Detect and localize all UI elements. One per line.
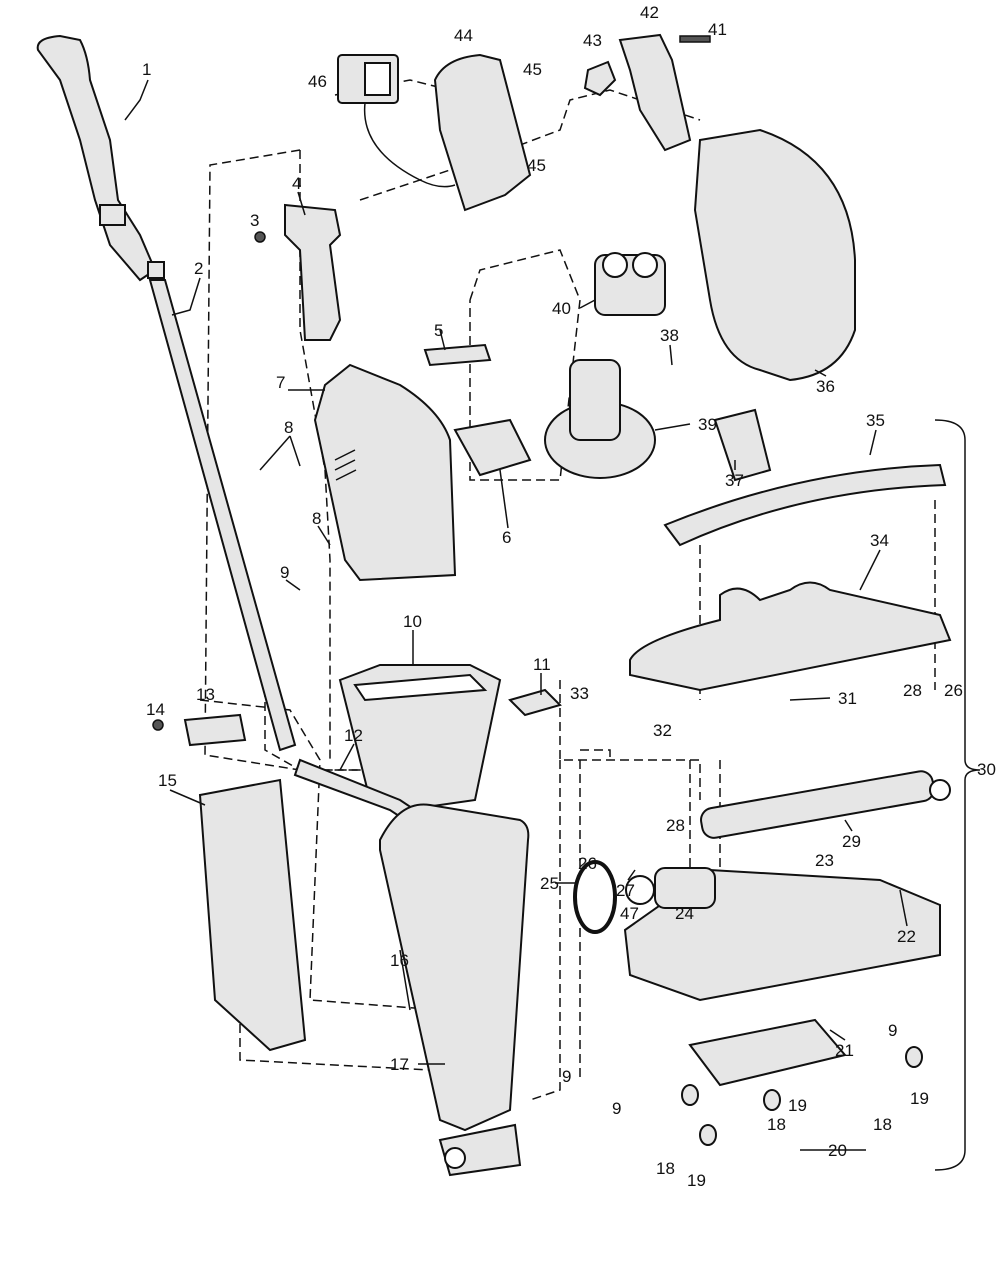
label: 26: [944, 681, 963, 700]
label: 29: [842, 832, 861, 851]
hood-part-34: [629, 581, 952, 692]
label: 38: [660, 326, 679, 345]
leader-lines: [124, 79, 908, 1151]
latch-parts-42-43: [583, 33, 711, 152]
label: 11: [533, 655, 551, 674]
plate-part-5: [423, 343, 492, 367]
label: 18: [873, 1115, 892, 1134]
label: 27: [616, 881, 635, 900]
label: 19: [910, 1089, 929, 1108]
label: 12: [344, 726, 363, 745]
label: 37: [725, 471, 744, 490]
housing-part-36: [693, 128, 856, 382]
nozzle-part-17: [438, 1123, 522, 1177]
label: 9: [612, 1099, 621, 1118]
label-part-11: [508, 688, 562, 717]
cover-part-7: [313, 363, 457, 582]
label: 8: [312, 509, 321, 528]
brushroll-part-29: [700, 770, 951, 839]
filter-part-10: [338, 664, 502, 812]
label: 19: [687, 1171, 706, 1190]
motor-part-24: [625, 867, 716, 909]
label: 45: [523, 60, 542, 79]
label: 17: [390, 1055, 409, 1074]
label: 3: [250, 211, 259, 230]
switch-part-6: [453, 418, 532, 477]
label: 46: [308, 72, 327, 91]
label: 26: [578, 854, 597, 873]
bracket-part-4: [254, 203, 342, 341]
top-cover-part-35: [663, 463, 947, 547]
label: 15: [158, 771, 177, 790]
label: 24: [675, 904, 694, 923]
label: 13: [196, 685, 215, 704]
label: 22: [897, 927, 916, 946]
battery-part-40: [594, 252, 666, 316]
label: 34: [870, 531, 889, 550]
label: 9: [280, 563, 289, 582]
tube-part-2: [148, 279, 297, 752]
part-labels: 1 2 3 4 5 6 7 8 8 9 10 11 12 13 14 15 16…: [142, 3, 996, 1190]
label: 47: [620, 904, 639, 923]
label: 44: [454, 26, 473, 45]
label: 9: [888, 1021, 897, 1040]
label: 28: [666, 816, 685, 835]
label: 33: [570, 684, 589, 703]
label: 25: [540, 874, 559, 893]
door-part-37: [713, 408, 772, 482]
label: 42: [640, 3, 659, 22]
label: 23: [815, 851, 834, 870]
label: 31: [838, 689, 857, 708]
part-13-14: [152, 713, 247, 747]
label: 14: [146, 700, 165, 719]
label: 30: [977, 760, 996, 779]
label: 32: [653, 721, 672, 740]
bracket-30: [934, 419, 981, 1171]
motor-part-39: [544, 359, 656, 479]
charger-part-46: [337, 54, 456, 188]
label: 41: [708, 20, 727, 39]
label: 19: [788, 1096, 807, 1115]
label: 45: [527, 156, 546, 175]
label: 20: [828, 1141, 847, 1160]
dirt-cup-part-16: [379, 803, 530, 1132]
label: 28: [903, 681, 922, 700]
label: 35: [866, 411, 885, 430]
label: 5: [434, 321, 443, 340]
label: 21: [835, 1041, 854, 1060]
panel-part-15: [198, 778, 307, 1052]
wheels-part-19: [681, 1046, 923, 1146]
label: 40: [552, 299, 571, 318]
label: 18: [767, 1115, 786, 1134]
label: 2: [194, 259, 203, 278]
label: 1: [142, 60, 151, 79]
label: 4: [292, 174, 301, 193]
label: 18: [656, 1159, 675, 1178]
label: 8: [284, 418, 293, 437]
wall-bracket-part-44: [433, 53, 532, 212]
label: 36: [816, 377, 835, 396]
label: 10: [403, 612, 422, 631]
belt-part-25: [573, 860, 617, 934]
label: 43: [583, 31, 602, 50]
label: 16: [390, 951, 409, 970]
label: 39: [698, 415, 717, 434]
handle-part-1: [36, 34, 165, 282]
label: 6: [502, 528, 511, 547]
label: 7: [276, 373, 285, 392]
label: 9: [562, 1067, 571, 1086]
bottom-plate-part-21: [688, 1018, 847, 1087]
